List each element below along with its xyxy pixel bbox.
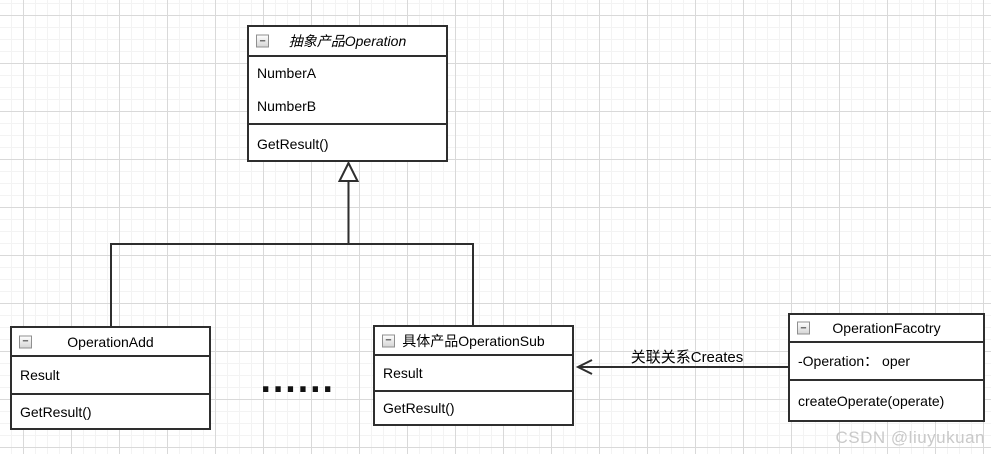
class-fields: NumberA NumberB: [249, 57, 446, 123]
class-methods: createOperate(operate): [790, 379, 983, 420]
class-field: Result: [383, 364, 423, 381]
class-method: GetResult(): [383, 400, 455, 416]
class-header: − 具体产品OperationSub: [375, 327, 572, 356]
class-fields: -Operation： oper: [790, 343, 983, 379]
more-products-ellipsis: ......: [260, 365, 335, 400]
class-field: NumberB: [257, 98, 317, 114]
class-fields: Result: [12, 357, 209, 393]
generalization-arrowhead[interactable]: [337, 160, 360, 182]
collapse-minus-icon[interactable]: −: [19, 335, 32, 348]
generalization-connector[interactable]: [110, 181, 474, 327]
class-title: OperationFacotry: [832, 320, 941, 336]
collapse-minus-icon[interactable]: −: [256, 34, 269, 48]
class-header: − OperationAdd: [12, 328, 209, 357]
association-label: 关联关系Creates: [630, 349, 744, 366]
class-header: − 抽象产品Operation: [249, 27, 446, 57]
association-arrowhead[interactable]: [575, 359, 593, 375]
class-field: -Operation： oper: [798, 352, 911, 369]
class-title: OperationAdd: [67, 333, 154, 350]
class-fields: Result: [375, 356, 572, 390]
class-method: GetResult(): [257, 135, 329, 152]
class-methods: GetResult(): [249, 123, 446, 162]
class-methods: GetResult(): [12, 393, 209, 428]
class-field: Result: [20, 366, 60, 383]
class-method: createOperate(operate): [798, 392, 945, 409]
class-box-abstract-operation[interactable]: − 抽象产品Operation NumberA NumberB GetResul…: [247, 25, 448, 162]
collapse-minus-icon[interactable]: −: [797, 321, 810, 335]
csdn-watermark: CSDN @liuyukuan: [835, 428, 985, 447]
class-box-operation-add[interactable]: − OperationAdd Result GetResult(): [10, 326, 211, 430]
class-box-operation-sub[interactable]: − 具体产品OperationSub Result GetResult(): [373, 325, 574, 426]
class-methods: GetResult(): [375, 390, 572, 424]
class-title: 具体产品OperationSub: [402, 332, 545, 349]
class-field: NumberA: [257, 65, 317, 81]
class-method: GetResult(): [20, 403, 92, 420]
class-box-operation-factory[interactable]: − OperationFacotry -Operation： oper crea…: [788, 313, 985, 422]
class-header: − OperationFacotry: [790, 315, 983, 343]
collapse-minus-icon[interactable]: −: [382, 334, 395, 347]
class-title: 抽象产品Operation: [288, 33, 407, 49]
